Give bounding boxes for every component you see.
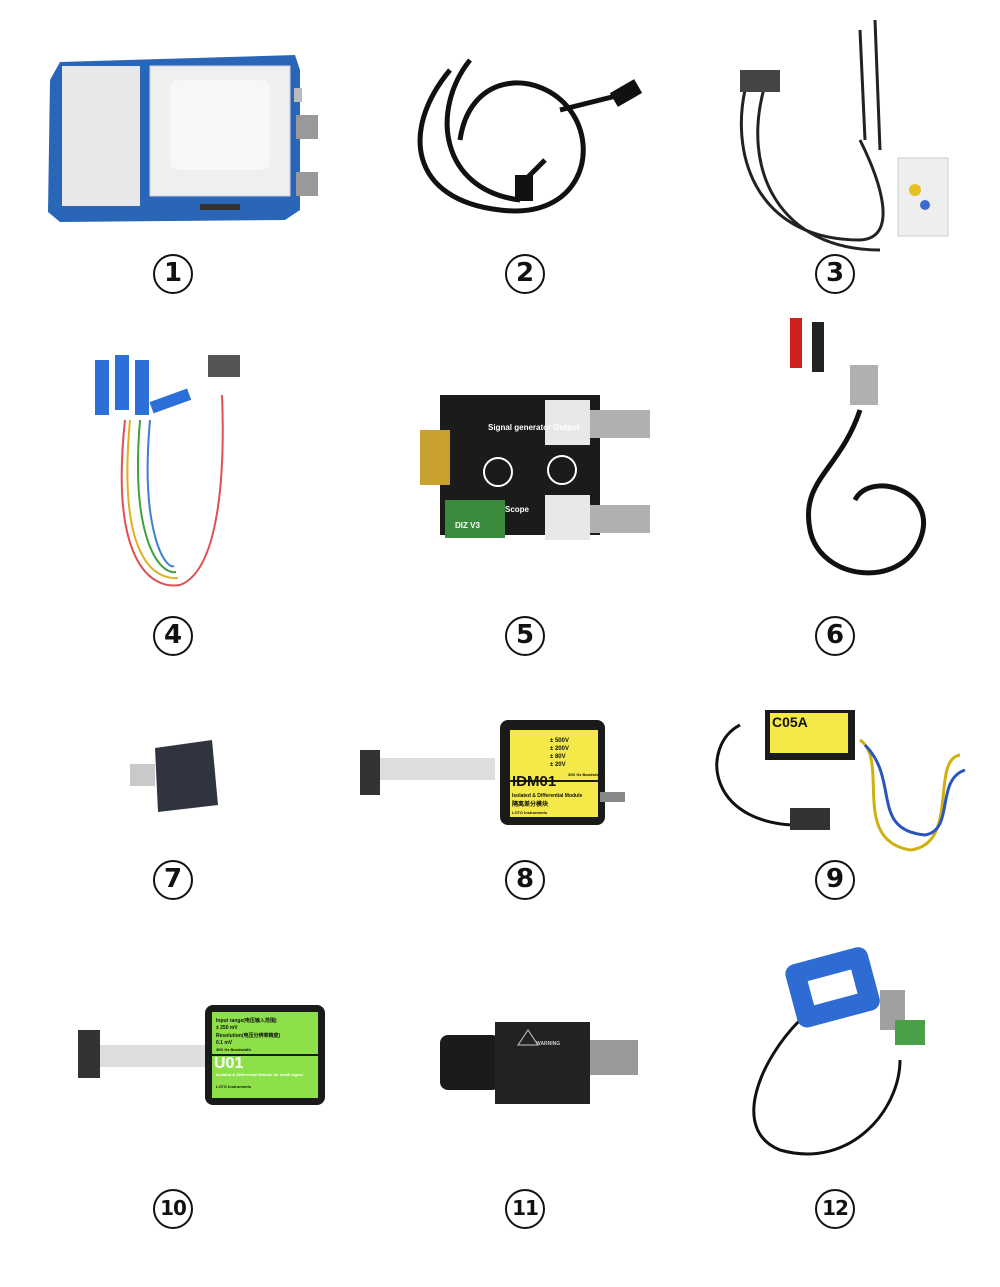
idm01-cn-label: 隔离差分模块 <box>512 800 549 808</box>
warning-label: WARNING <box>536 1041 560 1047</box>
item-number-5: 5 <box>505 616 545 656</box>
item-number-9: 9 <box>815 860 855 900</box>
idm01-bandwidth: 30K Hz Bandwidth <box>568 772 603 777</box>
u01-line2b: 0.1 mV <box>216 1040 233 1046</box>
usb-c-adapter <box>130 740 218 812</box>
u01-bandwidth: 30K Hz Bandwidth <box>216 1047 251 1052</box>
item-number-10: 10 <box>153 1189 193 1229</box>
idm01-range-3: ± 80V <box>550 754 566 760</box>
idm01-range-4: ± 20V <box>550 762 566 768</box>
item-number-3: 3 <box>815 254 855 294</box>
idm01-brand: LOTO Instruments <box>512 810 548 815</box>
item-number-8: 8 <box>505 860 545 900</box>
u01-title: U01 <box>214 1055 243 1072</box>
u01-brand: LOTO Instruments <box>216 1084 252 1089</box>
item-number-7: 7 <box>153 860 193 900</box>
u01-line1: Input range(电压输入范围) <box>216 1017 277 1024</box>
c05a-module <box>715 710 966 852</box>
module5-bottom-label: Scope <box>505 505 530 514</box>
idm01-range-1: ± 500V <box>550 738 569 744</box>
item-number-2: 2 <box>505 254 545 294</box>
item-number-6: 6 <box>815 616 855 656</box>
u01-module <box>78 1005 325 1105</box>
item-number-11: 11 <box>505 1189 545 1229</box>
c05a-title: C05A <box>772 714 808 730</box>
u01-line1b: ± 250 mV <box>216 1025 238 1031</box>
current-clamp <box>752 947 925 1156</box>
camera-module <box>440 1022 638 1104</box>
oscilloscope-probes <box>739 19 949 252</box>
oscilloscope-device <box>48 55 318 222</box>
item-number-4: 4 <box>153 616 193 656</box>
idm01-module <box>360 720 625 825</box>
idm01-range-2: ± 200V <box>550 746 569 752</box>
usb-cable <box>417 58 643 214</box>
module5-code-label: DIZ V3 <box>455 521 480 530</box>
u01-subtitle: Isolated & Differential Module for small… <box>216 1072 303 1077</box>
idm01-subtitle: Isolated & Differential Module <box>512 793 583 799</box>
logic-probe-clips <box>95 355 240 587</box>
alligator-bnc-cable <box>790 318 926 576</box>
signal-scope-module <box>420 395 650 540</box>
module5-top-label: Signal generator Output <box>488 423 580 432</box>
item-number-12: 12 <box>815 1189 855 1229</box>
item-number-1: 1 <box>153 254 193 294</box>
idm01-title: IDM01 <box>512 773 556 790</box>
u01-line2: Resolution(电压分辨率精度) <box>216 1032 280 1039</box>
